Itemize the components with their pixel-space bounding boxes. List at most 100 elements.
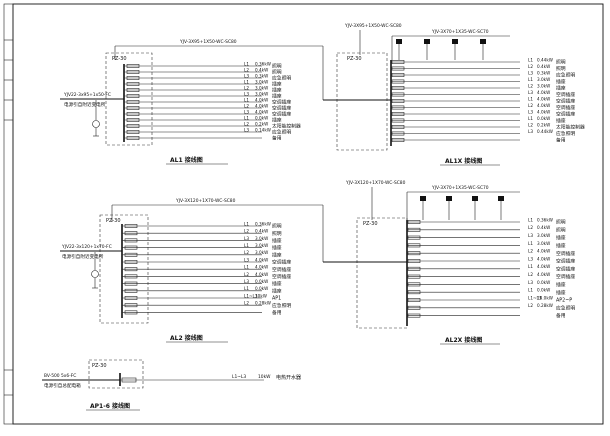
circuit-phase: L2 [528,272,533,277]
circuit-use: 太阳能控制器 [272,123,301,130]
title-strip [3,3,14,425]
circuit-phase: L2 [244,272,249,277]
incoming-breaker [91,252,99,289]
circuit-phase: L2 [528,225,533,230]
breaker-symbol [407,305,421,310]
breaker-symbol [407,227,421,232]
feeder-cable: YJV-3X95+1X50-WC-SC80 [179,39,237,45]
circuit-use: 备用 [272,309,282,316]
circuit-use: 照明 [556,220,566,226]
circuit-use: 插座 [272,280,282,287]
circuit-use: 插座 [272,87,282,94]
circuit-phase: L2 [244,121,249,126]
circuit-phase: L3 [244,236,249,241]
circuit-use: 插座 [272,287,282,294]
meter-blocks [420,196,504,220]
breaker-symbol [124,252,138,257]
circuit-use: 应急照明 [272,302,291,309]
circuit-use: AP1 [272,296,281,302]
circuit-use: 备用 [556,312,566,319]
circuit-load: 4.0kW [537,103,550,108]
breaker-symbol [126,106,140,110]
circuit-phase: L3 [244,257,249,262]
breaker-symbol [124,274,138,279]
breaker-symbol [126,118,140,122]
circuit-phase: L3 [244,73,249,78]
circuit-use: 照明 [556,66,566,72]
breaker-symbol [126,64,140,68]
circuit-phase: L3 [244,127,249,132]
circuit-load: 0.2kW [537,122,550,127]
circuit-use: 备用 [556,137,566,144]
circuit-phase: L3 [244,109,249,114]
breaker-symbol [126,82,140,86]
breaker-symbol [407,313,421,318]
incoming-note: 电源引自总配电箱 [44,382,81,389]
breaker-symbol [407,235,421,240]
breaker-symbol [126,100,140,104]
circuit-load: 4.0kW [255,257,268,262]
circuit-load: 0.0kW [255,115,268,120]
breaker-symbol [124,224,138,228]
circuit-use: 应急照明 [272,129,291,136]
circuit-phase: L3 [528,256,533,261]
circuit-use: 空调插座 [272,99,291,106]
meter-blocks [396,39,486,60]
breaker-symbol [124,310,138,315]
cabinet-box [336,52,388,151]
panel-caption: AP1-6 接线图 [90,402,130,410]
circuit-load: 0.4kW [537,225,550,230]
circuit-load: 0.36kW [537,217,553,222]
circuit-load: 4.0kW [537,256,550,261]
circuit-load: 0.0kW [537,280,550,285]
circuit-use: 插座 [556,78,566,85]
circuit-phase: L1 [528,96,533,101]
cabinet-box [88,359,144,389]
circuit-phase: L1 [244,79,249,84]
breaker-symbol [407,274,421,279]
circuit-phase: L2 [244,301,249,306]
feeder-cable: YJV-3X95+1X50-WC-SC80 [344,23,402,29]
circuit-phase: L1 [528,288,533,293]
breaker-symbol [124,281,138,286]
circuit-phase: L2 [528,303,533,308]
circuit-load: 3.0kW [537,233,550,238]
circuit-use: 应急照明 [556,130,575,137]
panel-caption: AL1X 接线图 [445,157,482,165]
breaker-symbol [126,136,140,140]
breaker-symbol [407,282,421,287]
breaker-symbol [391,79,405,84]
circuit-load: 0.4kW [255,229,268,234]
circuit-use: 照明 [272,70,282,76]
circuit-use: 插座 [272,251,282,258]
circuit-load: 0.0kW [255,279,268,284]
circuit-phase: L2 [244,67,249,72]
incoming-note: 电源引自附近变电所 [64,101,106,108]
circuit-load: 3.0kW [537,77,550,82]
circuit-use: 太阳能控制器 [556,124,585,131]
breaker-symbol [124,288,138,293]
circuit-phase: L2 [528,64,533,69]
circuit-phase: L1 [528,217,533,222]
